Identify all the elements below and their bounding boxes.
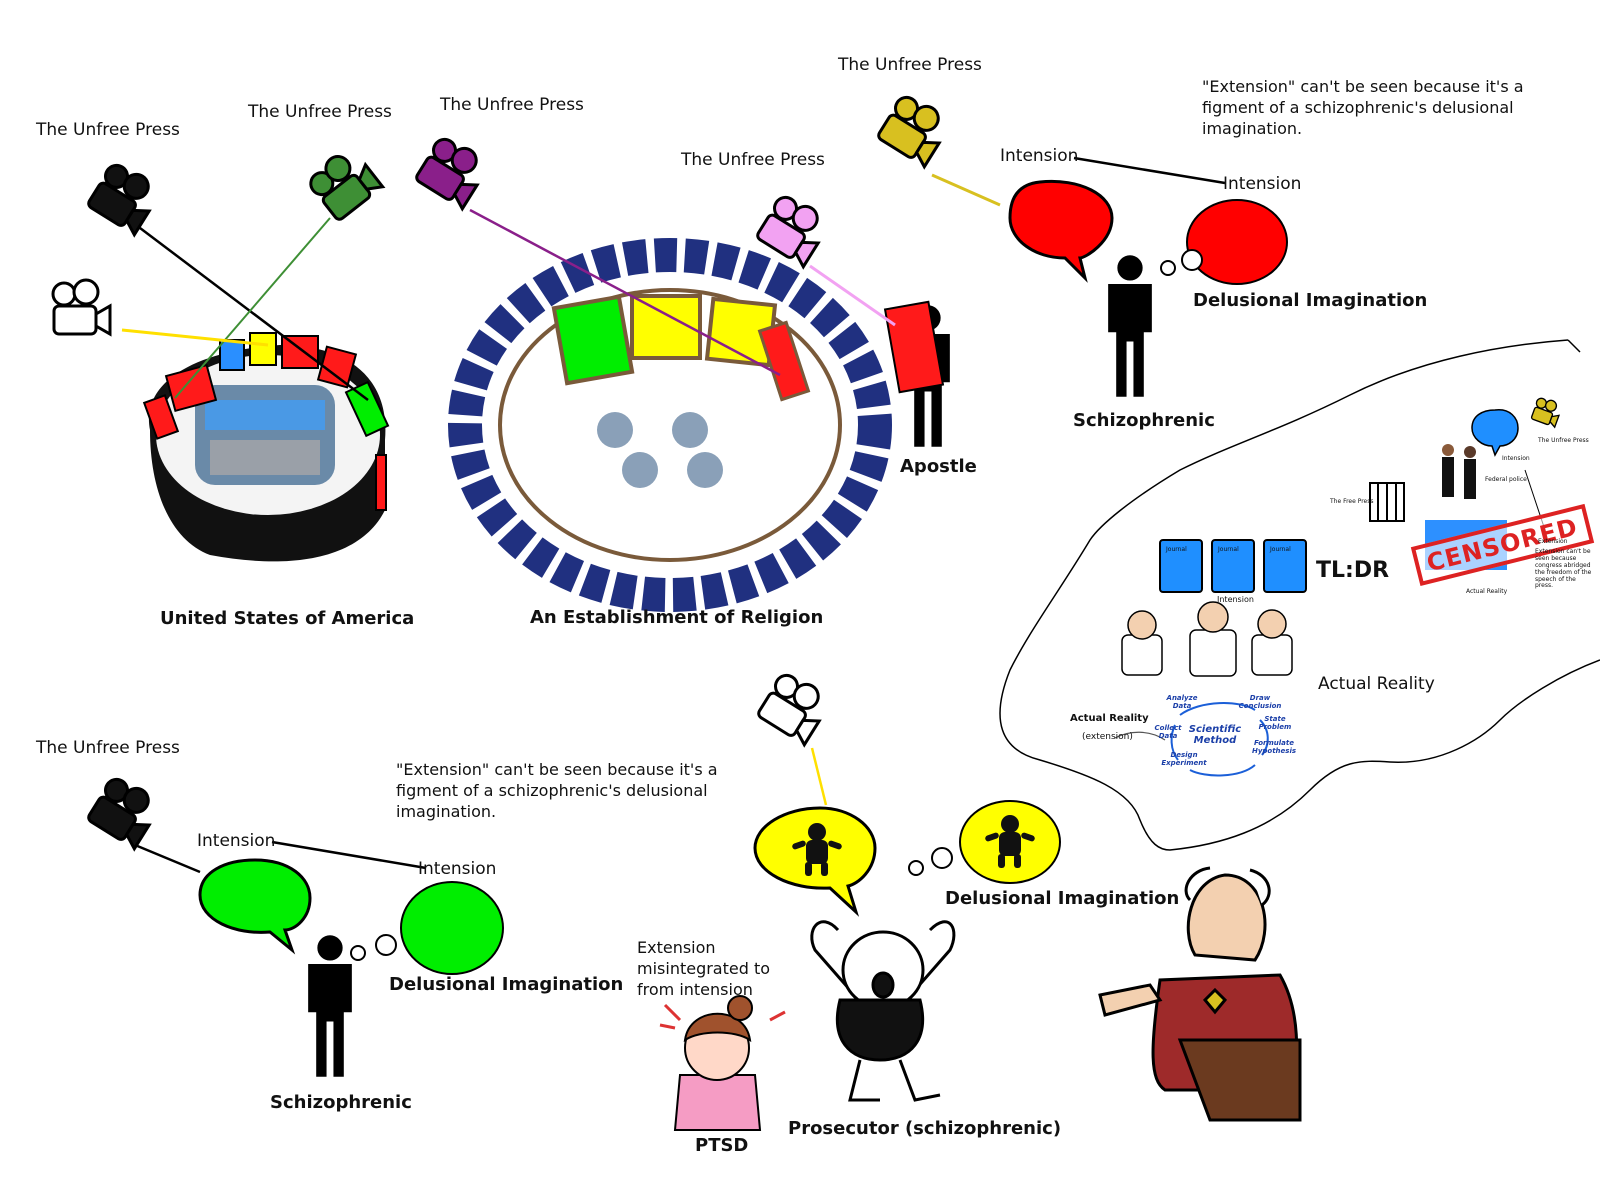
camera-icon-purple xyxy=(412,131,493,211)
press-label-1: The Unfree Press xyxy=(36,120,180,140)
extension-note-top: "Extension" can't be seen because it's a… xyxy=(1202,77,1524,138)
prosecutor-figure xyxy=(810,920,956,1102)
intension-label-4: Intension xyxy=(418,859,497,879)
inset-speech-bubble xyxy=(1471,409,1519,457)
inset-agents xyxy=(1442,444,1476,499)
extension-note-bottom: "Extension" can't be seen because it's a… xyxy=(396,760,718,821)
delusional-label-3: Delusional Imagination xyxy=(945,888,1180,909)
journal-label-1: Journal xyxy=(1166,546,1187,553)
method-step-6: Collect Data xyxy=(1154,724,1182,740)
delusional-label-1: Delusional Imagination xyxy=(1193,290,1428,311)
religion-panels xyxy=(551,294,811,402)
intension-label-1: Intension xyxy=(1000,146,1079,166)
inset-actual-reality-small: Actual Reality xyxy=(1466,588,1508,595)
journal-icon-3 xyxy=(1263,539,1307,593)
ptsd-label: PTSD xyxy=(695,1135,749,1156)
camera-icon-black-1 xyxy=(84,157,165,237)
inset-extension-paren: (extension) xyxy=(1082,732,1133,742)
camera-beams xyxy=(121,173,1001,874)
prosecutor-label: Prosecutor (schizophrenic) xyxy=(788,1118,1062,1139)
delusional-label-2: Delusional Imagination xyxy=(389,974,624,995)
journal-label-3: Journal xyxy=(1270,546,1291,553)
usa-panels xyxy=(142,332,390,511)
method-step-4: Formulate Hypothesis xyxy=(1251,739,1297,755)
crowd xyxy=(195,385,335,485)
press-label-5: The Unfree Press xyxy=(838,55,982,75)
voodoo-group xyxy=(753,800,1061,917)
tldr-label: TL:DR xyxy=(1316,558,1390,583)
scientific-method-cycle xyxy=(1170,702,1269,777)
camera-icon-outline xyxy=(754,667,835,747)
camera-icon-white xyxy=(51,278,112,336)
camera-icon-gold xyxy=(874,89,955,169)
inset-extension-small: Extension xyxy=(1538,538,1568,545)
religion-circle xyxy=(448,238,892,612)
camera-icon-green xyxy=(303,142,385,224)
intension-label-2: Intension xyxy=(1223,174,1302,194)
inset-jail xyxy=(1369,482,1405,522)
intension-label-3: Intension xyxy=(197,831,276,851)
schizo-top-label: Schizophrenic xyxy=(1073,410,1215,431)
inset-journals xyxy=(1159,539,1307,593)
inset-extension-note: Extension can't be seen because congress… xyxy=(1535,548,1592,590)
inset-actual-reality-bold: Actual Reality xyxy=(1070,713,1149,724)
schizo-top-group xyxy=(1008,156,1288,397)
method-title: Scientific Method xyxy=(1188,724,1242,746)
schizo-bottom-group xyxy=(198,840,504,1077)
inset-intension-small: Intension xyxy=(1502,455,1530,462)
apostle xyxy=(883,300,950,447)
schizo-bottom-label: Schizophrenic xyxy=(270,1092,412,1113)
method-step-3: State Problem xyxy=(1258,715,1292,731)
ptsd-figure xyxy=(659,995,786,1131)
journal-icon-2 xyxy=(1211,539,1255,593)
actual-reality-label: Actual Reality xyxy=(1318,674,1435,694)
press-label-2: The Unfree Press xyxy=(248,102,392,122)
camera-icon-black-2 xyxy=(84,771,165,851)
seated-figures xyxy=(597,412,723,488)
press-label-4: The Unfree Press xyxy=(681,150,825,170)
press-label-6: The Unfree Press xyxy=(36,738,180,758)
judge-figure xyxy=(1098,866,1302,1122)
inset-scientists xyxy=(1121,601,1293,677)
inset-federal-police: Federal police xyxy=(1485,476,1527,483)
method-step-1: Analyze Data xyxy=(1166,694,1198,710)
voodoo-doll-icon-2 xyxy=(985,815,1035,868)
camera-icon-pink xyxy=(753,189,834,269)
inset-arrow xyxy=(1114,731,1166,741)
voodoo-doll-icon xyxy=(792,823,842,876)
usa-label: United States of America xyxy=(160,608,415,629)
misintegrated-note: Extension misintegrated to from intensio… xyxy=(637,938,771,999)
method-step-5: Design Experiment xyxy=(1161,751,1207,767)
journal-icon-1 xyxy=(1159,539,1203,593)
usa-arena xyxy=(142,332,390,562)
apostle-label: Apostle xyxy=(900,456,977,477)
method-step-2: Draw Conclusion xyxy=(1238,694,1282,710)
journal-label-2: Journal xyxy=(1218,546,1239,553)
inset-free-press: The Free Press xyxy=(1330,498,1374,505)
religion-label: An Establishment of Religion xyxy=(530,607,824,628)
inset-unfree-press: The Unfree Press xyxy=(1538,437,1589,444)
inset-intension-label: Intension xyxy=(1217,595,1254,604)
press-label-3: The Unfree Press xyxy=(440,95,584,115)
